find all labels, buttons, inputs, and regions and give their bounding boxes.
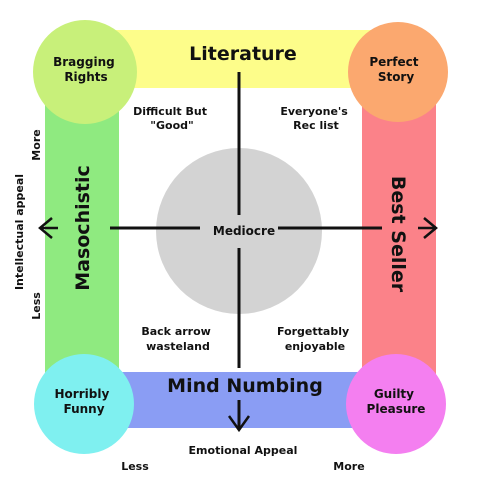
quadrant-label-top-left: Difficult But "Good" bbox=[133, 105, 211, 132]
corner-circle-bottom-left bbox=[34, 354, 134, 454]
center-circle bbox=[156, 148, 322, 314]
y-axis-less: Less bbox=[30, 292, 43, 320]
quadrant-label-bottom-left: Back arrow wasteland bbox=[141, 325, 214, 353]
corner-label-bottom-right: Guilty Pleasure bbox=[367, 387, 426, 416]
x-axis-label: Emotional Appeal bbox=[189, 444, 298, 457]
x-axis-less: Less bbox=[121, 460, 149, 473]
y-axis-label: Intellectual appeal bbox=[13, 174, 26, 290]
arrow-down bbox=[227, 415, 251, 433]
x-axis-more: More bbox=[333, 460, 364, 473]
top-label: Literature bbox=[189, 43, 297, 65]
corner-circle-top-left bbox=[33, 20, 137, 124]
corner-circle-top-right bbox=[348, 22, 448, 122]
corner-label-bottom-left: Horribly Funny bbox=[55, 387, 114, 416]
right-label: Best Seller bbox=[387, 176, 409, 293]
corner-label-top-right: Perfect Story bbox=[369, 55, 422, 84]
quadrant-label-bottom-right: Forgettably enjoyable bbox=[277, 325, 353, 353]
y-axis-more: More bbox=[30, 129, 43, 160]
bottom-label: Mind Numbing bbox=[167, 375, 323, 397]
corner-circle-bottom-right bbox=[346, 354, 446, 454]
quadrant-label-top-right: Everyone's Rec list bbox=[280, 105, 351, 132]
left-label: Masochistic bbox=[72, 165, 94, 291]
center-label: Mediocre bbox=[213, 224, 275, 238]
corner-label-top-left: Bragging Rights bbox=[53, 55, 119, 84]
